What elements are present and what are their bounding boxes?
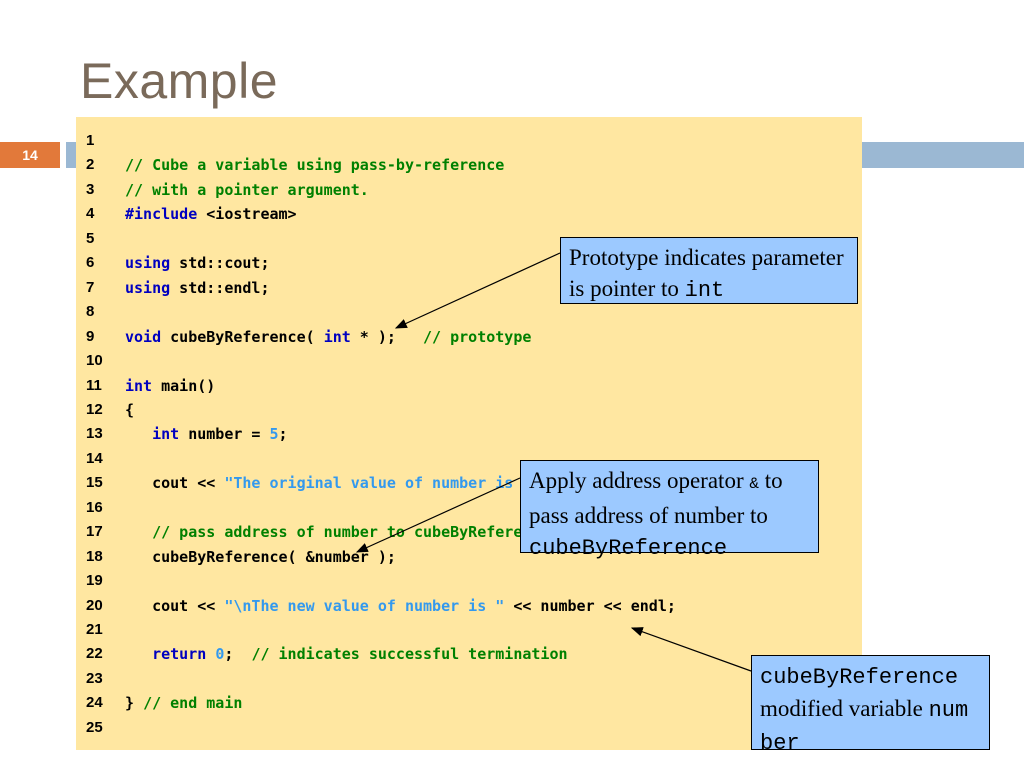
line-number: 16	[86, 498, 103, 516]
code-token: // Cube a variable using pass-by-referen…	[125, 156, 505, 175]
code-token: main()	[152, 376, 216, 395]
callout-address-code1: &	[749, 475, 759, 493]
line-number: 10	[86, 352, 103, 370]
code-token: <iostream>	[197, 205, 297, 224]
line-number: 7	[86, 278, 95, 296]
line-number: 18	[86, 547, 103, 565]
code-token: int	[323, 327, 351, 346]
callout-address-operator: Apply address operator & to pass address…	[520, 460, 819, 561]
code-token: cubeByReference( &number );	[125, 547, 396, 566]
code-token: * );	[350, 327, 424, 346]
code-token: cubeByReference(	[161, 327, 324, 346]
code-token: int	[125, 376, 153, 395]
slide-number: 14	[0, 142, 60, 168]
callout-address-code2: cubeByReference	[529, 536, 728, 561]
line-number: 24	[86, 694, 103, 712]
line-number: 14	[86, 449, 103, 467]
code-token: 0	[215, 645, 225, 664]
code-token	[125, 645, 152, 663]
code-token: << number << endl;	[504, 596, 676, 615]
line-number: 4	[86, 205, 95, 223]
code-token: int	[152, 425, 180, 444]
line-number: 20	[86, 596, 103, 614]
code-token: return	[152, 645, 207, 664]
code-text: // Cube a variable using pass-by-referen…	[125, 153, 504, 177]
code-token: std::endl;	[170, 278, 270, 297]
line-number: 21	[86, 621, 103, 638]
line-number: 15	[86, 474, 103, 492]
code-text: return 0; // indicates successful termin…	[125, 642, 568, 666]
line-number: 23	[86, 669, 103, 687]
line-number: 9	[86, 327, 95, 345]
code-token: // end main	[143, 694, 243, 713]
line-number: 13	[86, 425, 103, 443]
callout-prototype: Prototype indicates parameter is pointer…	[560, 237, 858, 304]
code-text: cout << "\nThe new value of number is " …	[125, 594, 676, 618]
line-number: 25	[86, 718, 103, 736]
code-token: void	[125, 327, 162, 346]
code-token: // pass address of number to cubeByRefer…	[125, 523, 550, 542]
code-text: using std::cout;	[125, 251, 270, 275]
callout-address-text2: to pass address of number to	[529, 468, 783, 528]
line-number: 5	[86, 229, 95, 247]
code-token: }	[125, 694, 144, 713]
code-token: // indicates successful termination	[251, 645, 568, 664]
code-text: cubeByReference( &number );	[125, 545, 396, 569]
callout-modified-text: modified variable	[760, 696, 929, 721]
line-number: 17	[86, 523, 103, 541]
code-text: void cubeByReference( int * ); // protot…	[125, 325, 531, 349]
code-token: std::cout;	[170, 254, 270, 273]
code-text: int main()	[125, 374, 215, 398]
code-token	[206, 645, 215, 663]
code-token: #include	[125, 205, 198, 224]
code-token: cout <<	[125, 474, 225, 493]
code-text: // pass address of number to cubeByRefer…	[125, 520, 549, 544]
code-text: #include <iostream>	[125, 202, 297, 226]
code-token: {	[125, 400, 135, 419]
code-token: using	[125, 254, 171, 273]
line-number: 3	[86, 180, 95, 198]
callout-modified-variable: cubeByReference modified variable number	[751, 655, 990, 756]
code-token: using	[125, 278, 171, 297]
callout-modified-code2: number	[760, 698, 969, 756]
slide-title: Example	[80, 53, 279, 109]
code-text: using std::endl;	[125, 276, 270, 300]
callout-modified-code1: cubeByReference	[760, 665, 959, 690]
line-number: 12	[86, 400, 103, 418]
code-text: int number = 5;	[125, 422, 288, 446]
code-token: "\nThe new value of number is "	[224, 596, 505, 615]
code-token: ;	[224, 645, 252, 664]
code-token: // prototype	[423, 327, 532, 346]
line-number: 22	[86, 645, 103, 663]
code-token: "The original value of number is "	[224, 474, 532, 493]
code-text: {	[125, 398, 134, 422]
line-number: 19	[86, 572, 103, 590]
code-token: 5	[269, 425, 279, 444]
code-text: // with a pointer argument.	[125, 178, 369, 202]
line-number: 1	[86, 132, 95, 149]
line-number: 11	[86, 376, 102, 394]
code-text: } // end main	[125, 691, 242, 715]
line-number: 8	[86, 303, 95, 321]
code-token: number =	[179, 425, 270, 444]
line-number: 6	[86, 254, 95, 272]
callout-prototype-text: Prototype indicates parameter is pointer…	[569, 245, 844, 301]
code-token: ;	[278, 425, 288, 444]
line-number: 2	[86, 156, 95, 174]
callout-address-text1: Apply address operator	[529, 468, 750, 493]
code-token: // with a pointer argument.	[125, 180, 369, 199]
callout-prototype-code: int	[684, 278, 725, 303]
code-token	[125, 425, 152, 443]
code-token: cout <<	[125, 596, 225, 615]
